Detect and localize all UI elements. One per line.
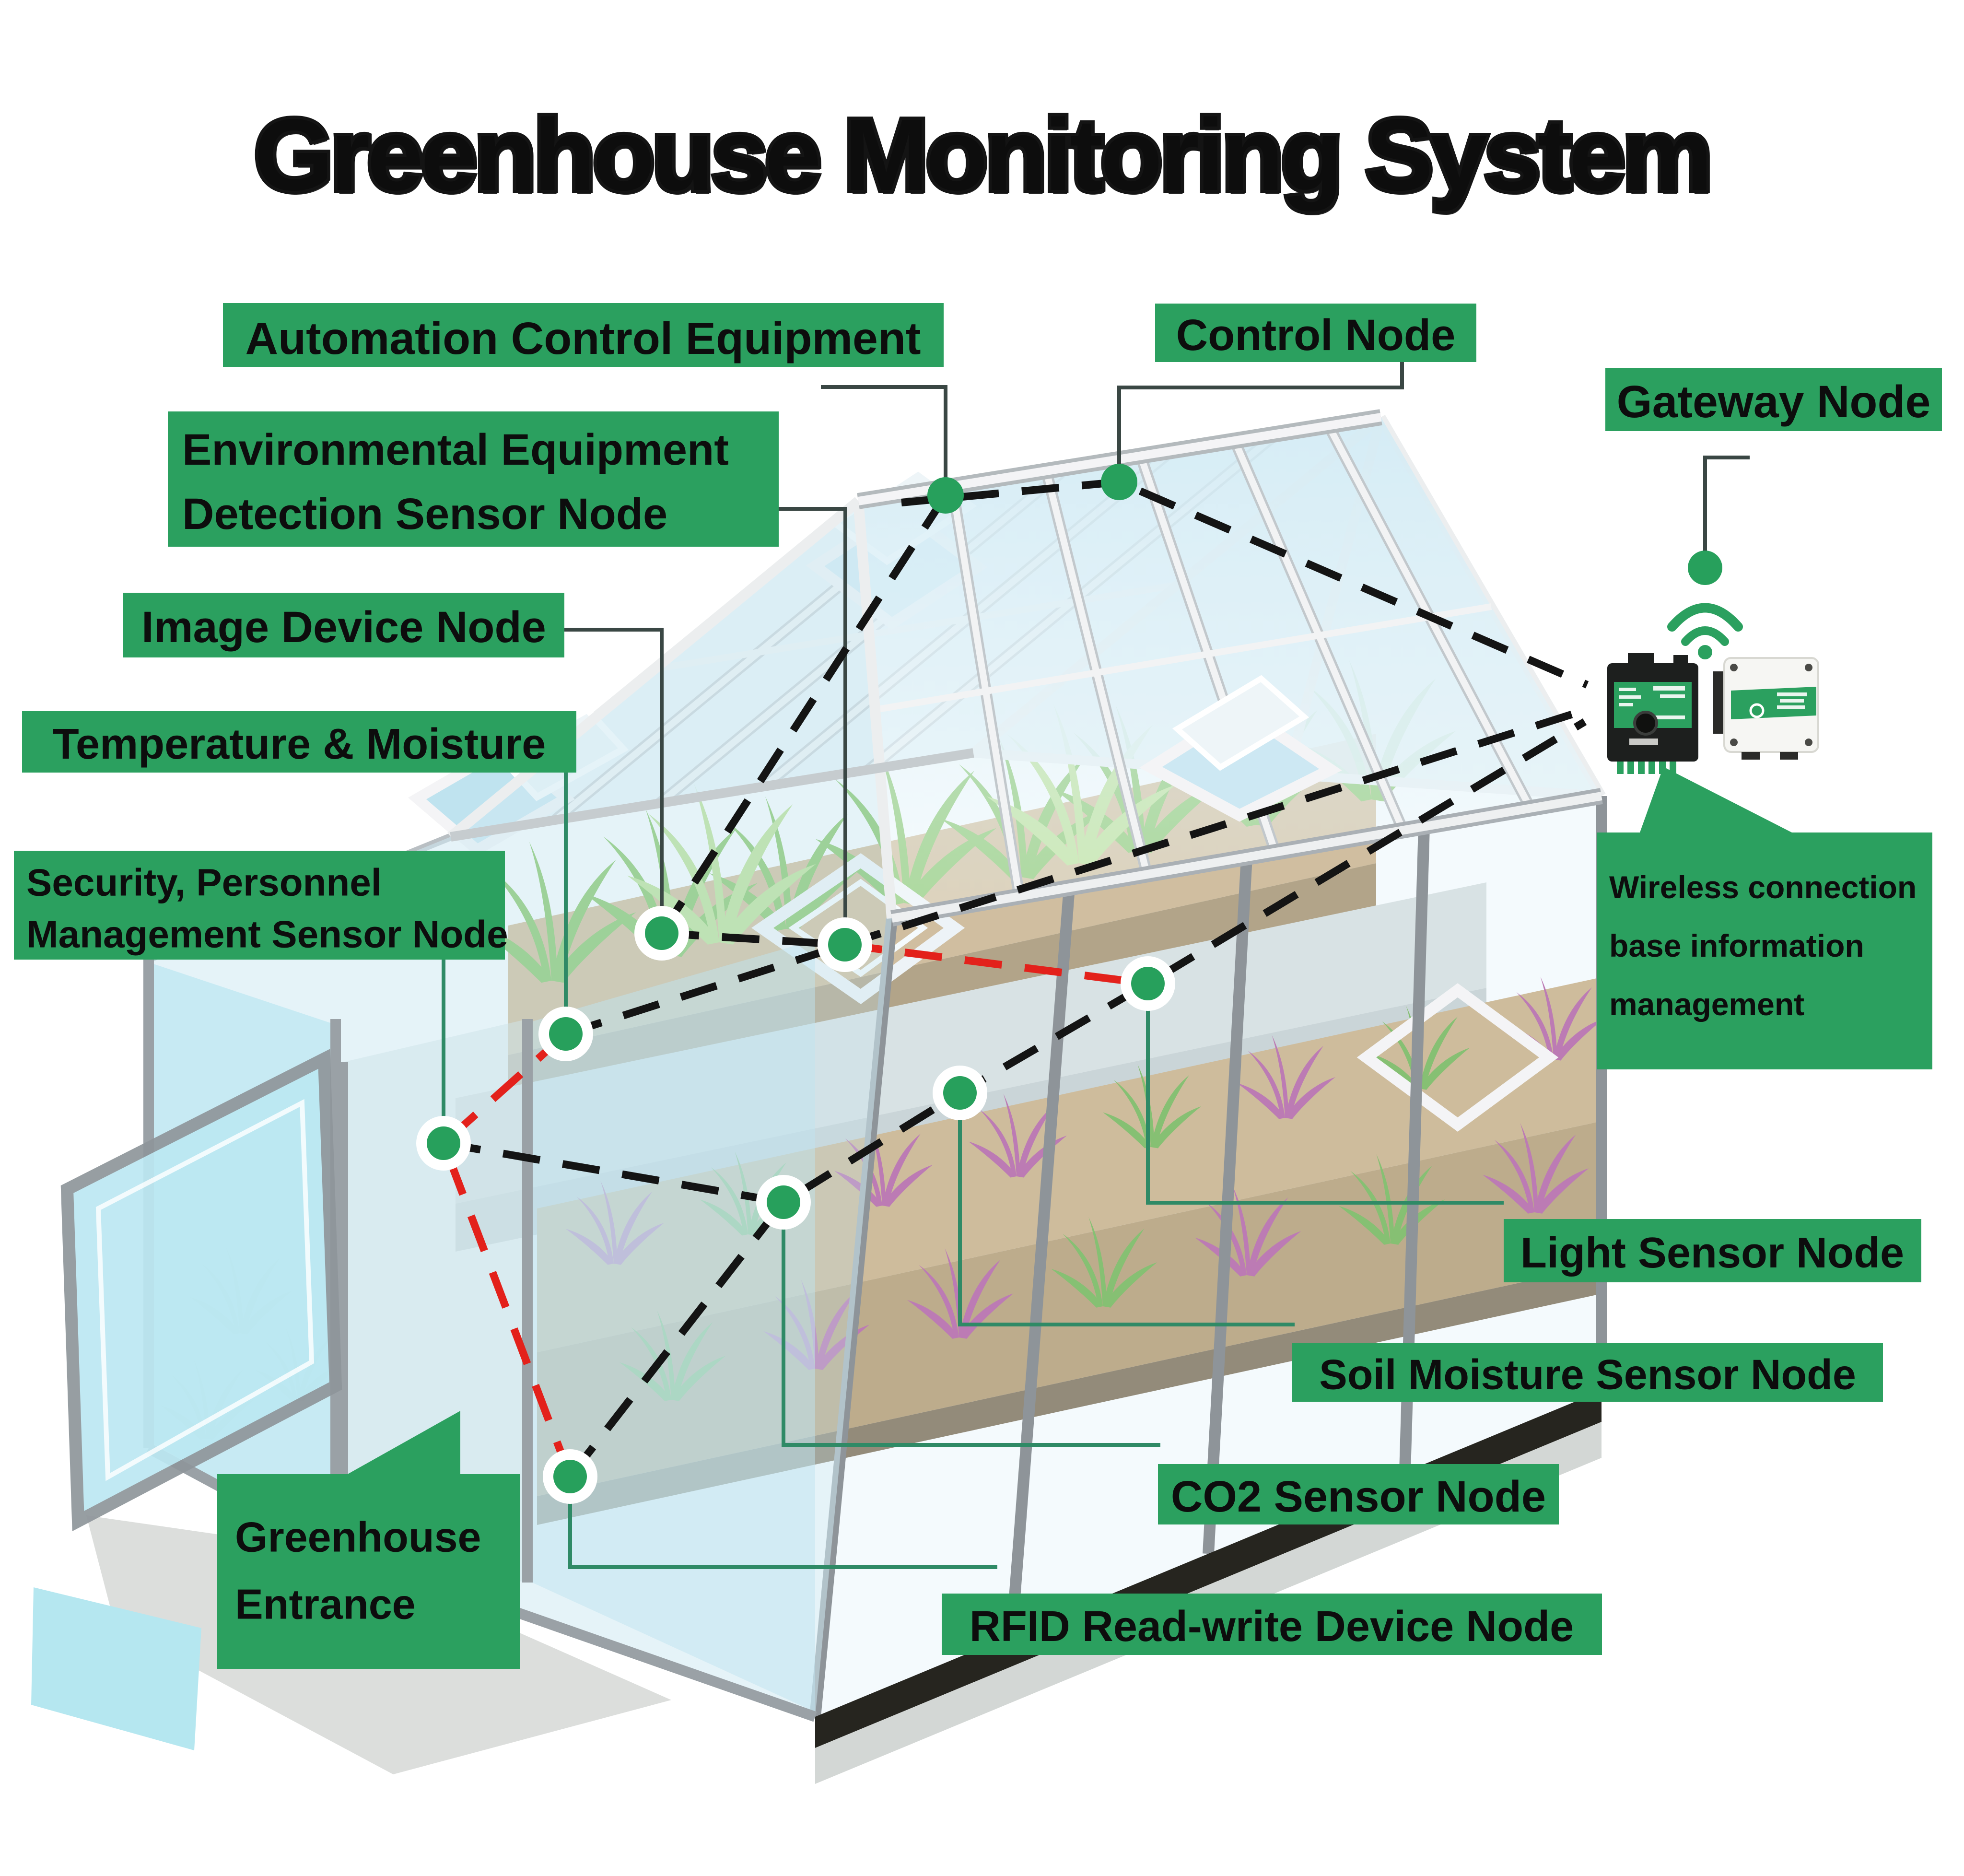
wifi-icon [1667, 603, 1743, 659]
light-sensor-node-dot [1121, 956, 1175, 1011]
label-image-device-text: Image Device Node [141, 603, 546, 652]
label-rfid-text: RFID Read-write Device Node [970, 1603, 1574, 1651]
link-env-gateway [843, 705, 1591, 949]
control-box-device [1713, 657, 1819, 760]
label-automation-text: Automation Control Equipment [246, 313, 921, 364]
connector-rfid [568, 1495, 997, 1569]
svg-text:Greenhouse Monitoring System: Greenhouse Monitoring System [256, 102, 1712, 215]
link-temp-env [564, 941, 846, 1038]
label-wireless-connection: Wireless connection base information man… [1597, 767, 1932, 1069]
label-temperature-text: Temperature & Moisture [53, 720, 546, 768]
label-rfid-node: RFID Read-write Device Node [942, 1594, 1602, 1655]
label-environmental-detection: Environmental Equipment Detection Sensor… [168, 411, 779, 547]
title-text: Greenhouse Monitoring System [254, 98, 1710, 211]
entrance-bubble-tail [348, 1411, 460, 1474]
red-dashed-links [439, 941, 1149, 1478]
label-wireless-line2: base information [1609, 928, 1864, 963]
link-image-env [661, 929, 845, 949]
label-environmental-line1: Environmental Equipment [182, 425, 729, 474]
connector-light-sensor [1146, 1002, 1504, 1205]
gateway-node-dot [1688, 551, 1722, 585]
label-automation-control-equipment: Automation Control Equipment [223, 303, 944, 367]
roof-right-slope [858, 417, 1602, 918]
control-node-dot [1101, 464, 1137, 500]
gateway-area [1607, 551, 1819, 774]
labels-layer: Automation Control Equipment Environment… [14, 303, 1942, 1669]
rfid-node-dot [543, 1449, 597, 1504]
label-control-node-text: Control Node [1176, 311, 1456, 360]
label-soil-moisture-node: Soil Moisture Sensor Node [1292, 1343, 1883, 1402]
wall-window [1356, 983, 1559, 1132]
label-co2-sensor-node: CO2 Sensor Node [1158, 1464, 1559, 1524]
label-temperature-moisture: Temperature & Moisture [22, 711, 576, 773]
label-co2-text: CO2 Sensor Node [1171, 1472, 1546, 1521]
label-control-node: Control Node [1155, 304, 1476, 362]
label-entrance-line1: Greenhouse [235, 1513, 481, 1561]
co2-node-dot [756, 1175, 811, 1230]
link-image-automation [658, 493, 949, 936]
label-security-line2: Management Sensor Node [26, 913, 508, 956]
sensor-nodes [416, 464, 1175, 1504]
label-connectors [442, 362, 1750, 1569]
label-gateway-node-text: Gateway Node [1617, 376, 1931, 427]
soil-moisture-node-dot [933, 1066, 987, 1120]
doorway-opening [343, 1019, 527, 1583]
label-light-sensor-text: Light Sensor Node [1520, 1229, 1904, 1277]
open-door-panel [60, 1049, 342, 1532]
link-env-light-red [844, 941, 1149, 987]
label-environmental-line2: Detection Sensor Node [182, 490, 667, 539]
label-gateway-node: Gateway Node [1605, 368, 1942, 431]
automation-node-dot [927, 477, 964, 514]
label-soil-moisture-text: Soil Moisture Sensor Node [1319, 1351, 1856, 1398]
connector-automation [821, 385, 947, 480]
label-security-line1: Security, Personnel [26, 861, 382, 904]
security-node-dot [416, 1116, 471, 1171]
label-image-device-node: Image Device Node [123, 593, 564, 657]
connector-soil-moisture [958, 1112, 1295, 1326]
label-entrance-line2: Entrance [235, 1581, 416, 1628]
wireless-bubble-tail [1640, 767, 1792, 832]
connector-environmental [779, 507, 847, 921]
temperature-node-dot [538, 1007, 593, 1061]
label-wireless-line1: Wireless connection [1609, 869, 1917, 905]
connector-image-device [564, 628, 664, 911]
connector-control-node [1117, 362, 1404, 468]
page-title: Greenhouse Monitoring System Greenhouse … [251, 94, 1716, 215]
env-detection-node-dot [818, 917, 872, 972]
door-glass-fragment [31, 1587, 201, 1750]
label-wireless-line3: management [1609, 986, 1804, 1022]
connector-co2 [782, 1220, 1160, 1447]
connector-gateway-node [1703, 456, 1750, 552]
skylight-right-slope [1139, 675, 1342, 822]
label-greenhouse-entrance: Greenhouse Entrance [217, 1411, 520, 1669]
lora-gateway-device [1607, 653, 1698, 774]
image-device-node-dot [634, 906, 689, 961]
link-ridge-gateway [901, 478, 1589, 689]
label-security-personnel: Security, Personnel Management Sensor No… [14, 851, 508, 960]
label-light-sensor-node: Light Sensor Node [1504, 1219, 1921, 1282]
